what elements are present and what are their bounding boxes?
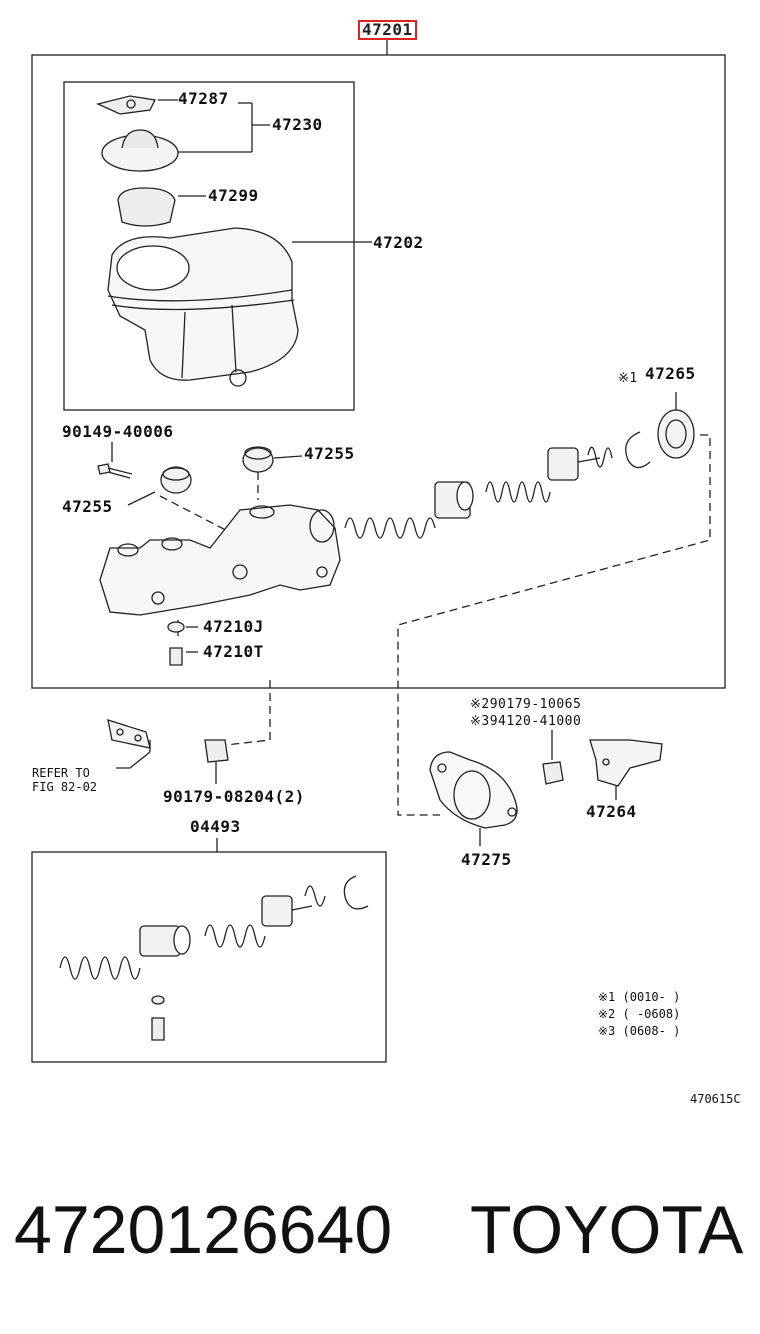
figure-code: 470615C — [690, 1092, 741, 1106]
part-label-47230[interactable]: 47230 — [272, 115, 323, 134]
part-label-47255-left[interactable]: 47255 — [62, 497, 113, 516]
part-label-47275[interactable]: 47275 — [461, 850, 512, 869]
cup-seal-part — [657, 409, 695, 459]
gasket-part — [167, 621, 185, 633]
refer-note-line1: REFER TO — [32, 766, 90, 780]
parts-diagram — [31, 40, 726, 1063]
part-label-47299[interactable]: 47299 — [208, 186, 259, 205]
part-label-47255-top[interactable]: 47255 — [304, 444, 355, 463]
bracket-47264-part — [589, 739, 663, 787]
part-label-90179-08204[interactable]: 90179-08204(2) — [163, 787, 305, 806]
bracket-part — [107, 719, 151, 749]
part-note-mark-47265: ※1 — [618, 371, 638, 386]
part-label-90149-40006[interactable]: 90149-40006 — [62, 422, 174, 441]
footer-brand: TOYOTA — [470, 1192, 744, 1268]
part-label-47202[interactable]: 47202 — [373, 233, 424, 252]
part-label-94120-41000[interactable]: ※394120-41000 — [470, 714, 582, 729]
footer-part-number: 4720126640 — [14, 1192, 393, 1268]
refer-note-line2[interactable]: FIG 82-02 — [32, 780, 98, 794]
part-label-04493[interactable]: 04493 — [190, 817, 241, 836]
part-label-47264[interactable]: 47264 — [586, 802, 637, 821]
gasket-47275-part — [429, 751, 518, 829]
piston-spring-main-part — [344, 446, 613, 539]
part-label-47287[interactable]: 47287 — [178, 89, 229, 108]
assembly-part-number-label[interactable]: 47201 — [358, 20, 417, 40]
nut-94120-part — [542, 761, 564, 785]
part-label-47265[interactable]: 47265 — [645, 364, 696, 383]
piston-spring-kit-part — [59, 875, 369, 1041]
master-cylinder-body-part — [99, 504, 341, 616]
part-label-47210J[interactable]: 47210J — [203, 617, 264, 636]
strainer-part — [117, 187, 176, 227]
nut-part — [204, 739, 229, 763]
grommet-top-part — [242, 447, 274, 473]
plug-part — [169, 647, 183, 666]
assembly-frame — [31, 54, 726, 689]
repair-kit-frame — [31, 851, 387, 1063]
note-2: ※2 ( -0608) — [598, 1007, 681, 1021]
note-1: ※1 (0010- ) — [598, 990, 681, 1004]
snap-ring-part — [625, 431, 651, 469]
part-label-90179-10065[interactable]: ※290179-10065 — [470, 697, 582, 712]
part-label-47210T[interactable]: 47210T — [203, 642, 264, 661]
reservoir-frame — [63, 81, 355, 411]
note-3: ※3 (0608- ) — [598, 1024, 681, 1038]
